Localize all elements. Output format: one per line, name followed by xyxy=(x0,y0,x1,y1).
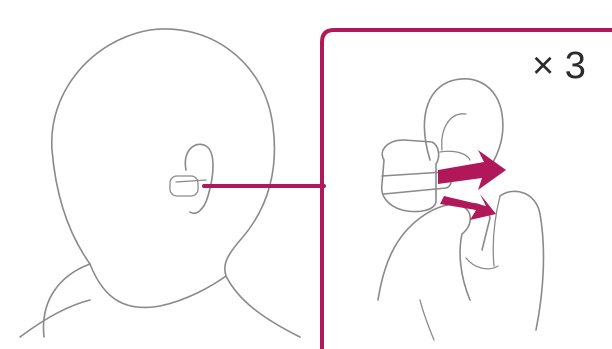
finger-tap-icon xyxy=(378,191,543,340)
earbud-icon xyxy=(170,176,206,196)
tap-count-label: × 3 xyxy=(532,44,586,88)
head-profile-icon xyxy=(20,29,300,337)
tap-arrow-icon xyxy=(438,150,506,220)
